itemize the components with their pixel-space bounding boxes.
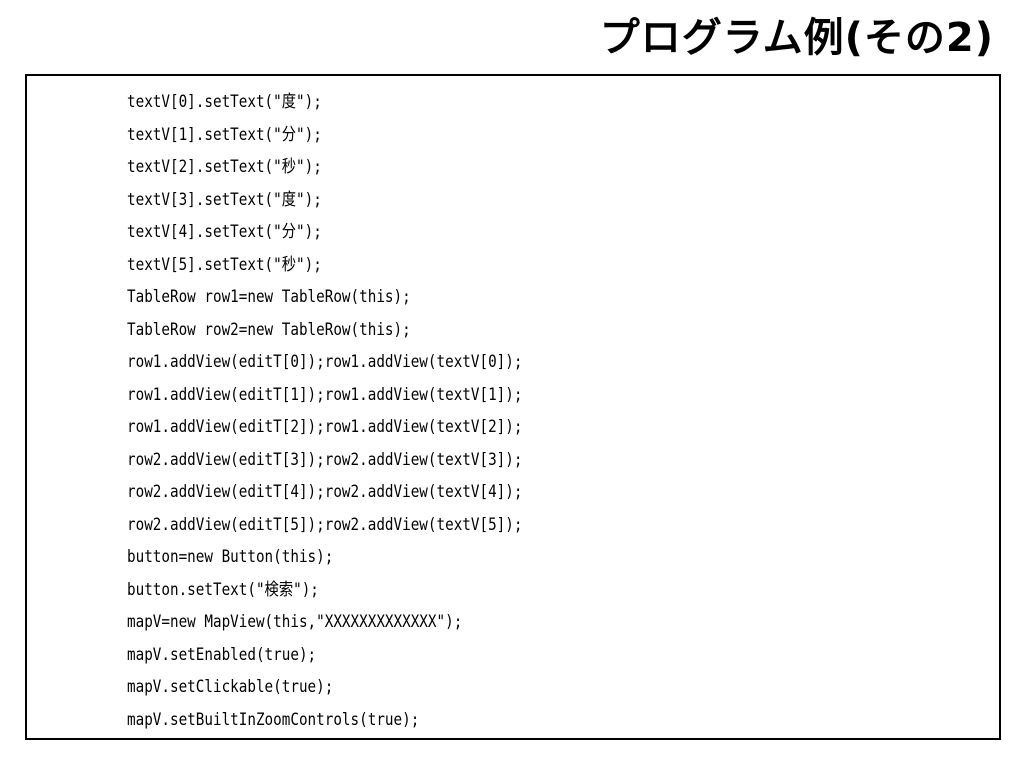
code-line: TableRow row1=new TableRow(this); — [127, 287, 411, 307]
slide-title: プログラム例(その2) — [599, 15, 994, 61]
code-block: textV[0].setText("度"); textV[1].setText(… — [25, 74, 1001, 740]
code-line: row2.addView(editT[4]);row2.addView(text… — [127, 482, 523, 502]
code-line: TableRow row2=new TableRow(this); — [127, 319, 411, 340]
code-line: textV[0].setText("度"); — [127, 92, 322, 112]
code-line: mapV.setBuiltInZoomControls(true); — [127, 709, 420, 730]
code-line: button=new Button(this); — [127, 547, 334, 567]
code-line: textV[3].setText("度"); — [127, 189, 322, 210]
code-line: button.setText("検索"); — [127, 579, 319, 600]
code-line: row1.addView(editT[0]);row1.addView(text… — [127, 352, 523, 372]
code-line: textV[5].setText("秒"); — [127, 254, 322, 275]
code-line: row2.addView(editT[3]);row2.addView(text… — [127, 449, 523, 470]
code-line: mapV=new MapView(this,"XXXXXXXXXXXXX"); — [127, 612, 463, 632]
code-line: row1.addView(editT[2]);row1.addView(text… — [127, 417, 523, 437]
code-line: row1.addView(editT[1]);row1.addView(text… — [127, 384, 523, 405]
code-line: mapV.setClickable(true); — [127, 677, 334, 697]
code-line: mapV.setEnabled(true); — [127, 644, 317, 665]
code-lines: textV[0].setText("度"); textV[1].setText(… — [127, 86, 598, 736]
code-line: textV[2].setText("秒"); — [127, 157, 322, 177]
code-line: textV[4].setText("分"); — [127, 222, 322, 242]
code-line: textV[1].setText("分"); — [127, 124, 322, 145]
code-line: row2.addView(editT[5]);row2.addView(text… — [127, 514, 523, 535]
